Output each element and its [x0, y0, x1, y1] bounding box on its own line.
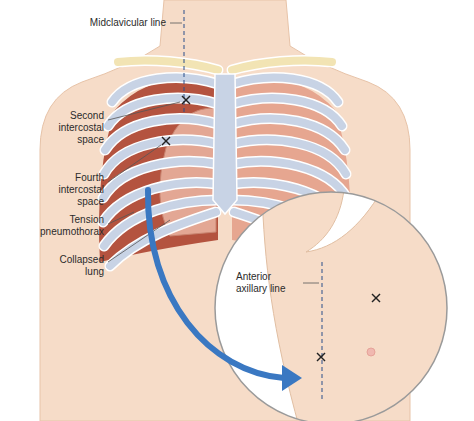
site-label: Fourth intercostal space [44, 172, 104, 208]
needle-site-mark [372, 294, 380, 302]
sternum [213, 74, 237, 214]
leader-line [108, 102, 180, 120]
ribs [103, 60, 218, 266]
anterior-axillary-line [322, 262, 323, 400]
needle-site-mark [182, 96, 190, 104]
zoom-arrowhead [282, 365, 302, 391]
leader-line [108, 145, 161, 182]
side-chest-skin [262, 190, 460, 421]
needle-site-mark [162, 137, 170, 145]
needle-site-mark [182, 96, 190, 104]
clavicle [118, 60, 218, 70]
leader-line [108, 212, 134, 224]
needle-site-mark [317, 353, 325, 361]
rib [110, 212, 216, 266]
leader-line [108, 220, 170, 262]
leader-lines [108, 23, 182, 262]
line-label: Midclavicular line [90, 17, 166, 29]
needle-site-mark [162, 137, 170, 145]
rib [104, 200, 218, 246]
nipple [367, 348, 375, 356]
needle-site-mark [317, 294, 380, 361]
leader-line [303, 283, 319, 284]
condition-label: Tension pneumothorax [34, 214, 104, 238]
inset-border [215, 192, 447, 421]
needle-site-mark [317, 353, 325, 361]
site-label: Second intercostal space [44, 110, 104, 146]
line-label: Anterior axillary line [236, 271, 300, 295]
structure-label: Collapsed lung [48, 254, 104, 278]
clavicle [118, 60, 218, 70]
leader-line [170, 23, 182, 24]
inset-view [262, 190, 460, 421]
needle-site-mark [372, 294, 380, 302]
